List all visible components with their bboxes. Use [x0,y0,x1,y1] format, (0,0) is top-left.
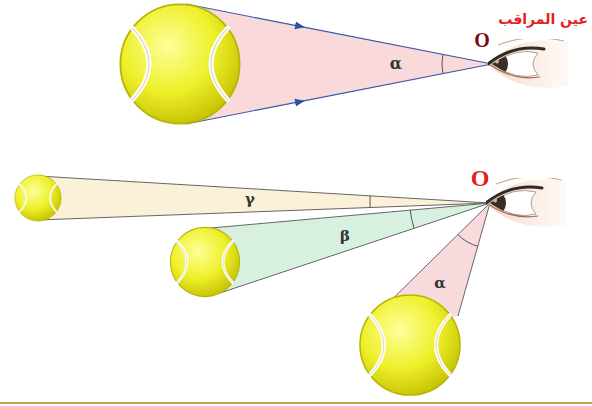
angle-label: γ [245,191,255,208]
tennis-ball [360,295,460,395]
tennis-ball [15,175,61,221]
angle-arc [458,235,478,247]
angle-label: α [390,55,402,73]
angle-label: α [434,275,446,292]
angle-arc [441,54,443,73]
sight-line [200,203,490,229]
angle-arc [410,210,414,228]
observer-caption: عين المراقب [498,12,588,27]
tennis-ball [120,4,239,123]
sight-line [38,176,490,203]
observer-eye [486,177,566,227]
angle-label: β [340,228,350,245]
point-label: O [471,165,490,191]
frame-line [0,402,592,404]
observer-eye [488,38,568,88]
angle-arc [370,196,371,208]
tennis-ball [170,227,239,296]
sight-line [458,203,490,316]
point-label: O [474,29,490,51]
